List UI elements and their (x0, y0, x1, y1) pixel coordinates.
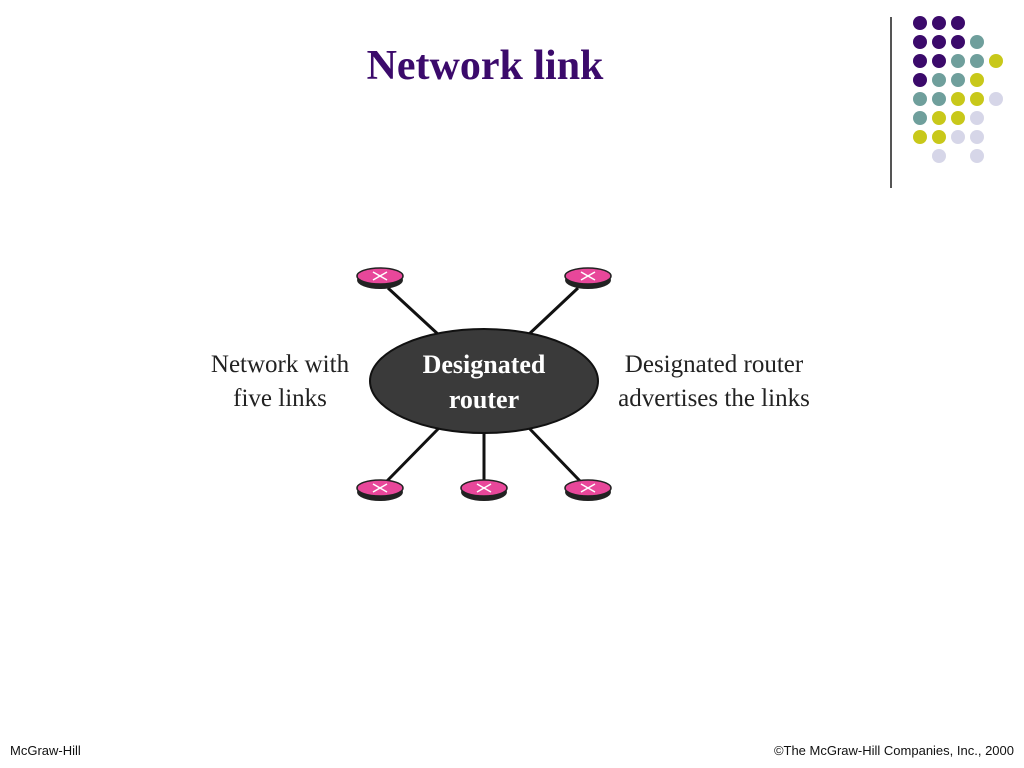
router-icon (564, 267, 612, 289)
decor-dot (970, 73, 984, 87)
decor-dot (951, 92, 965, 106)
decor-dot (913, 73, 927, 87)
router-icon (460, 479, 508, 501)
left-caption-line1: Network with (210, 351, 350, 378)
decor-dot (951, 130, 965, 144)
left-caption: Network with five links (190, 348, 370, 416)
decor-dot (951, 54, 965, 68)
right-caption-line1: Designated router (624, 351, 804, 378)
decor-dot (970, 111, 984, 125)
decor-dot (932, 16, 946, 30)
decor-dot (951, 73, 965, 87)
designated-router-node (369, 328, 599, 434)
decor-dot (932, 73, 946, 87)
decor-dot (970, 35, 984, 49)
link-line (385, 425, 442, 483)
decor-dot (951, 111, 965, 125)
decor-dot (932, 149, 946, 163)
link-line (525, 286, 580, 338)
decor-dot (932, 92, 946, 106)
decor-dot (913, 130, 927, 144)
slide-title: Network link (366, 43, 604, 89)
footer-left: McGraw-Hill (10, 743, 81, 758)
decor-dot (970, 130, 984, 144)
decor-divider-line (890, 17, 892, 188)
decor-dot (970, 149, 984, 163)
link-line (386, 286, 442, 338)
right-caption-line2: advertises the links (618, 385, 810, 412)
router-icon (356, 479, 404, 501)
decor-dot (951, 16, 965, 30)
decor-dot (913, 35, 927, 49)
right-caption: Designated router advertises the links (598, 348, 830, 416)
decor-dot (932, 111, 946, 125)
decor-dot (913, 16, 927, 30)
router-icon (356, 267, 404, 289)
decor-dot (989, 92, 1003, 106)
decor-dot (932, 35, 946, 49)
decor-dot (913, 54, 927, 68)
decor-dot (932, 130, 946, 144)
decor-dot (932, 54, 946, 68)
decor-dot (913, 92, 927, 106)
decor-dot (913, 111, 927, 125)
router-icon (564, 479, 612, 501)
link-line (526, 425, 582, 483)
designated-router-label-line1: Designated (423, 350, 546, 379)
footer-right: ©The McGraw-Hill Companies, Inc., 2000 (773, 743, 1014, 758)
decor-dot (970, 54, 984, 68)
decor-dot (951, 35, 965, 49)
decor-dot (970, 92, 984, 106)
left-caption-line2: five links (233, 385, 327, 412)
decor-dot (989, 54, 1003, 68)
designated-router-label-line2: router (449, 385, 519, 414)
